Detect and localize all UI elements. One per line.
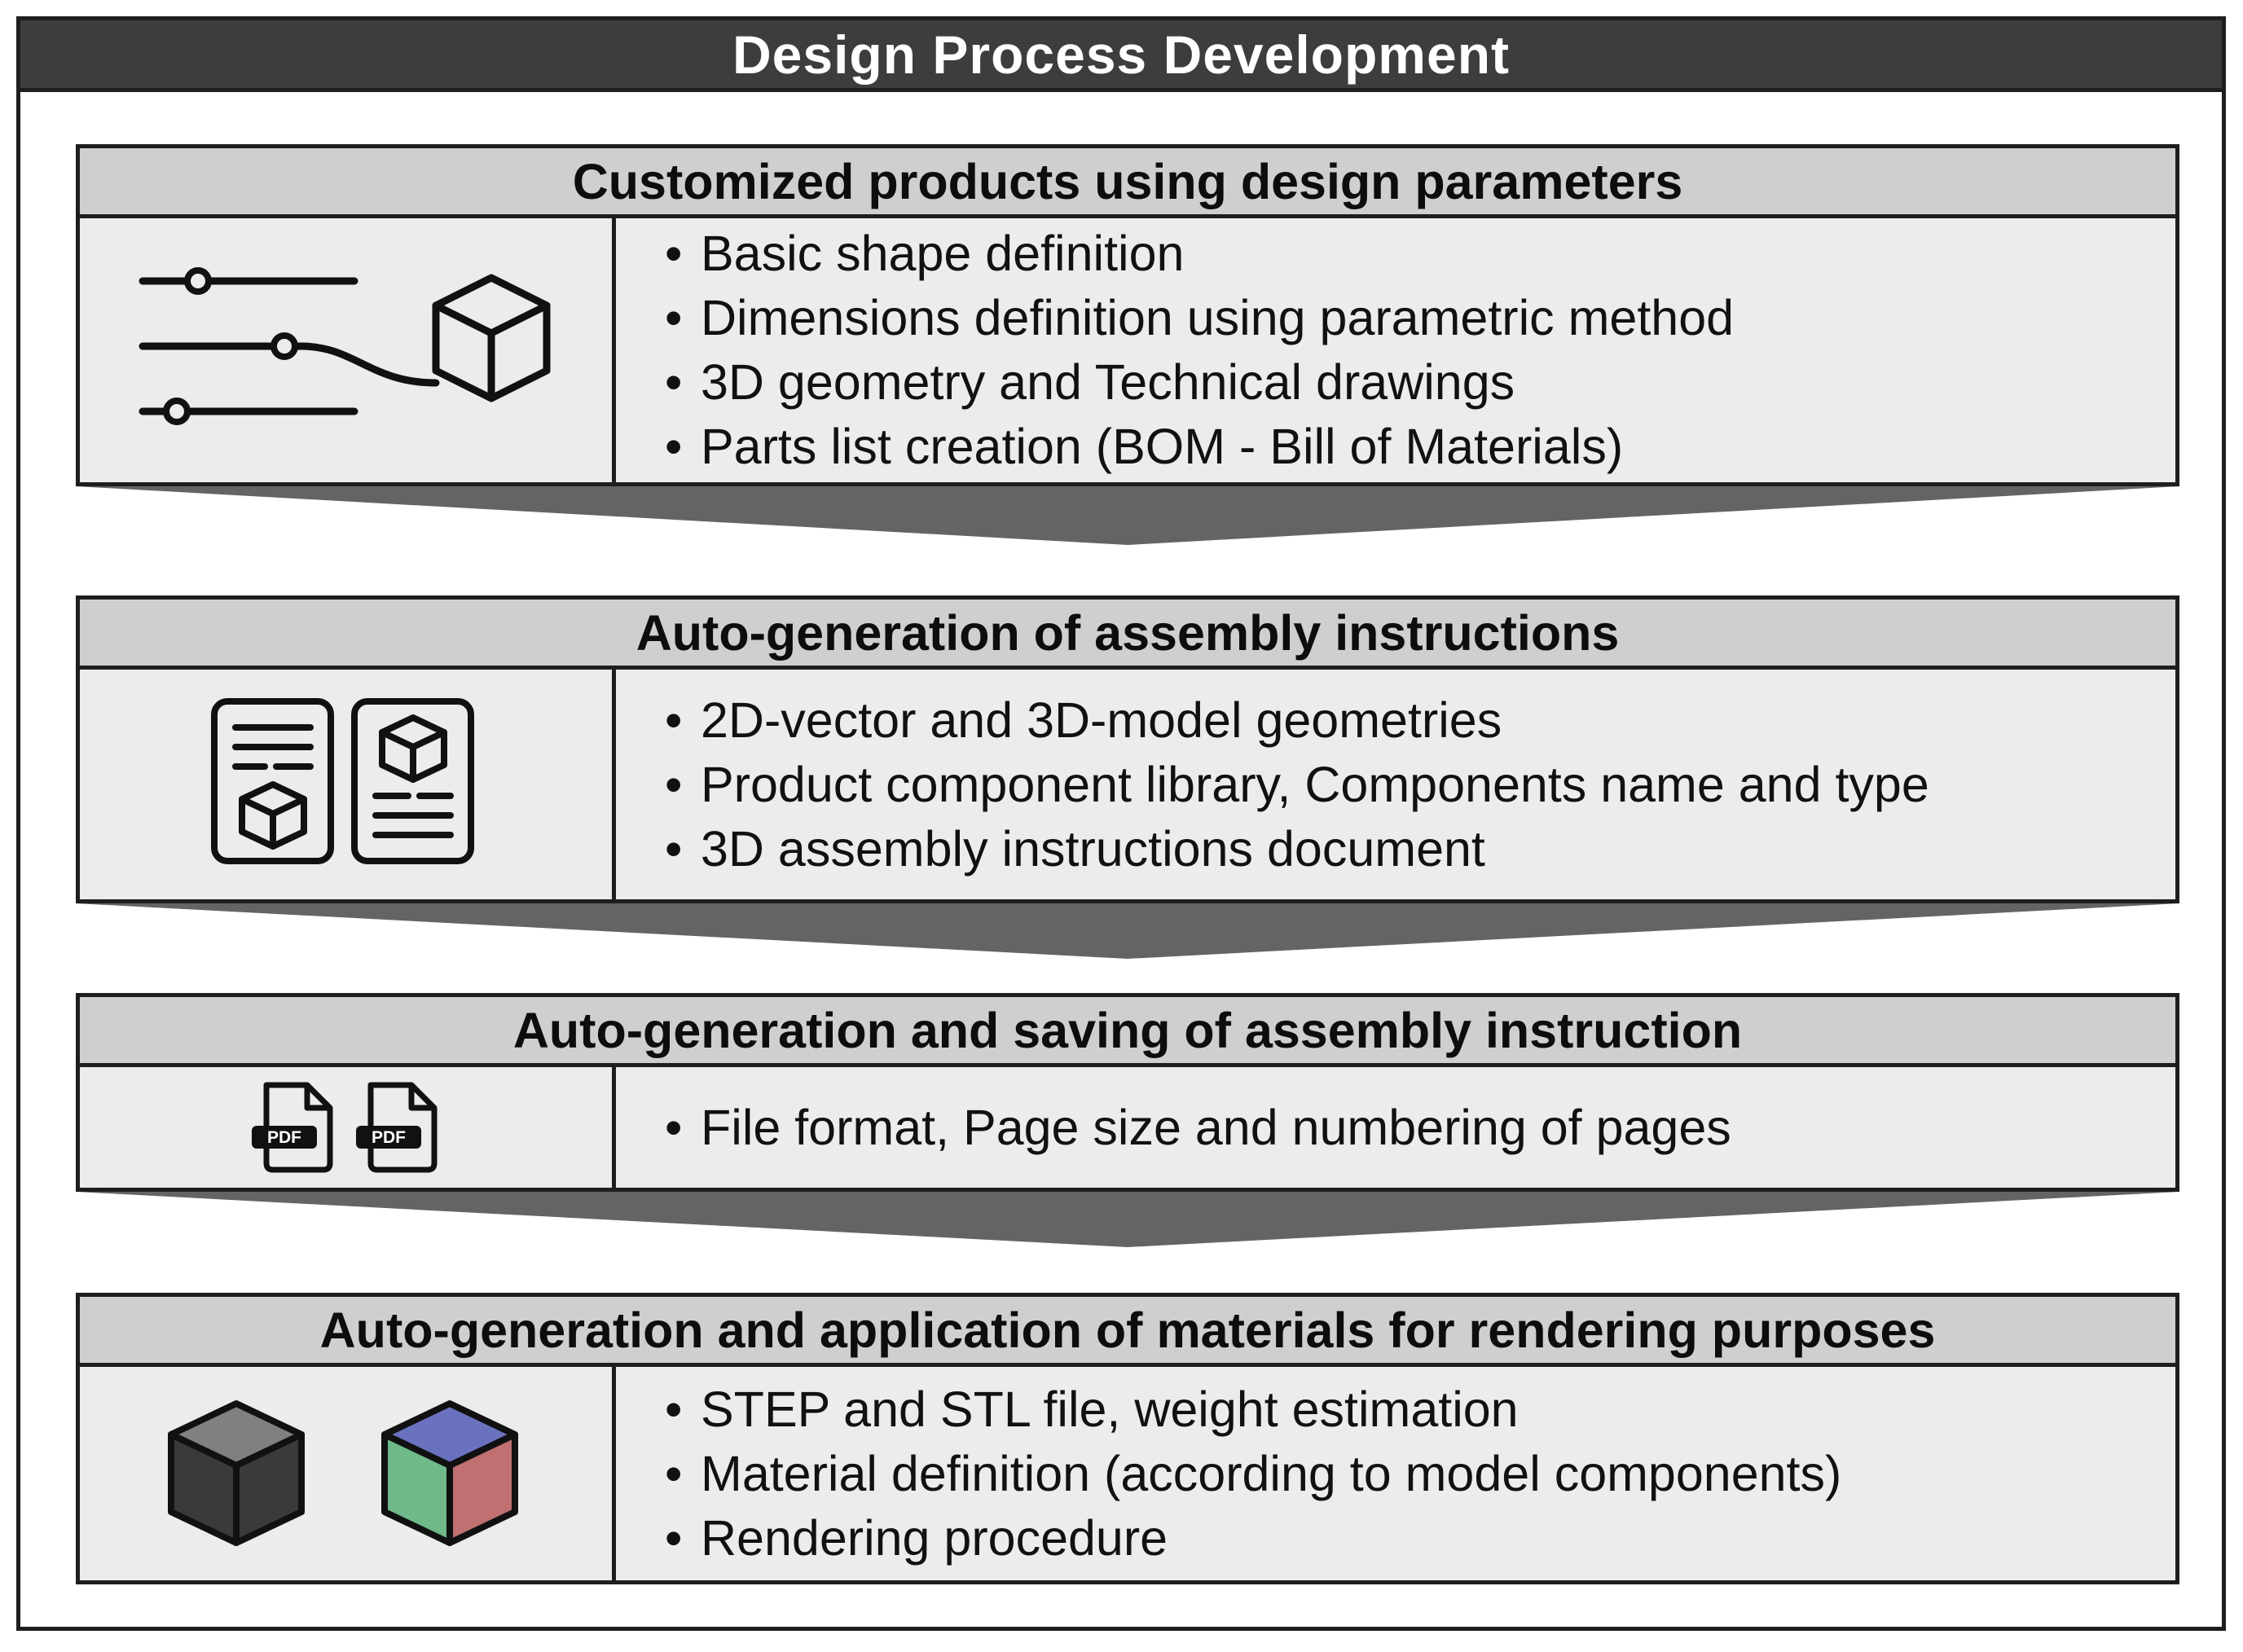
bullet-item: •Dimensions definition using parametric …: [665, 290, 1735, 345]
pdf-file-icon: PDF: [251, 1082, 332, 1173]
bullet-text: Parts list creation (BOM - Bill of Mater…: [701, 419, 1624, 474]
section-icon-cell: [80, 218, 616, 482]
pdf-file-icon: PDF: [355, 1082, 437, 1173]
bullet-text: File format, Page size and numbering of …: [701, 1099, 1731, 1155]
bullet-text: Basic shape definition: [701, 226, 1185, 281]
bullet-item: •Basic shape definition: [665, 226, 1185, 281]
section-materials-rendering: Auto-generation and application of mater…: [76, 1293, 2179, 1584]
bullet-item: •3D geometry and Technical drawings: [665, 354, 1515, 410]
down-arrow: [76, 486, 2179, 545]
bullet-item: •File format, Page size and numbering of…: [665, 1099, 1731, 1155]
bullet-text: 2D-vector and 3D-model geometries: [701, 692, 1502, 748]
bullet-text: Dimensions definition using parametric m…: [701, 290, 1735, 345]
section-icon-cell: [80, 1367, 616, 1580]
bullet-text: STEP and STL file, weight estimation: [701, 1381, 1519, 1437]
section-bullet-list: •2D-vector and 3D-model geometries •Prod…: [620, 670, 2175, 899]
section-customized-products: Customized products using design paramet…: [76, 144, 2179, 486]
down-arrow: [76, 1192, 2179, 1247]
section-bullet-list: •File format, Page size and numbering of…: [620, 1067, 2175, 1188]
material-cubes-icon: [167, 1400, 518, 1546]
section-bullet-list: •Basic shape definition •Dimensions defi…: [620, 218, 2175, 482]
bullet-text: Material definition (according to model …: [701, 1445, 1842, 1501]
colored-cube-icon: [380, 1400, 518, 1546]
section-icon-cell: PDF PDF: [80, 1067, 616, 1188]
diagram-frame: Design Process Development Customized pr…: [16, 16, 2226, 1631]
section-saving-instruction: Auto-generation and saving of assembly i…: [76, 993, 2179, 1192]
bullet-item: •STEP and STL file, weight estimation: [665, 1381, 1519, 1437]
pdf-label: PDF: [372, 1128, 406, 1147]
bullet-item: •Material definition (according to model…: [665, 1445, 1842, 1501]
section-bullet-list: •STEP and STL file, weight estimation •M…: [620, 1367, 2175, 1580]
down-arrow: [76, 903, 2179, 959]
section-header: Auto-generation and application of mater…: [80, 1297, 2175, 1367]
pdf-label: PDF: [267, 1128, 301, 1147]
bullet-text: Product component library, Components na…: [701, 756, 1929, 812]
instruction-documents-icon: [210, 698, 474, 864]
main-title: Design Process Development: [20, 20, 2222, 92]
section-header: Auto-generation of assembly instructions: [80, 600, 2175, 670]
gray-cube-icon: [167, 1400, 305, 1546]
pdf-files-icon: PDF PDF: [251, 1082, 437, 1173]
bullet-item: •Parts list creation (BOM - Bill of Mate…: [665, 419, 1624, 474]
bullet-text: 3D geometry and Technical drawings: [701, 354, 1515, 410]
section-icon-cell: [80, 670, 616, 899]
bullet-item: •Product component library, Components n…: [665, 756, 1929, 812]
section-header: Customized products using design paramet…: [80, 148, 2175, 218]
bullet-item: •3D assembly instructions document: [665, 820, 1485, 877]
bullet-text: Rendering procedure: [701, 1509, 1168, 1566]
bullet-item: •Rendering procedure: [665, 1509, 1168, 1566]
parameters-cube-icon: [139, 267, 550, 425]
section-assembly-instructions: Auto-generation of assembly instructions: [76, 595, 2179, 903]
bullet-item: •2D-vector and 3D-model geometries: [665, 692, 1502, 748]
section-header: Auto-generation and saving of assembly i…: [80, 997, 2175, 1067]
bullet-text: 3D assembly instructions document: [701, 820, 1485, 877]
